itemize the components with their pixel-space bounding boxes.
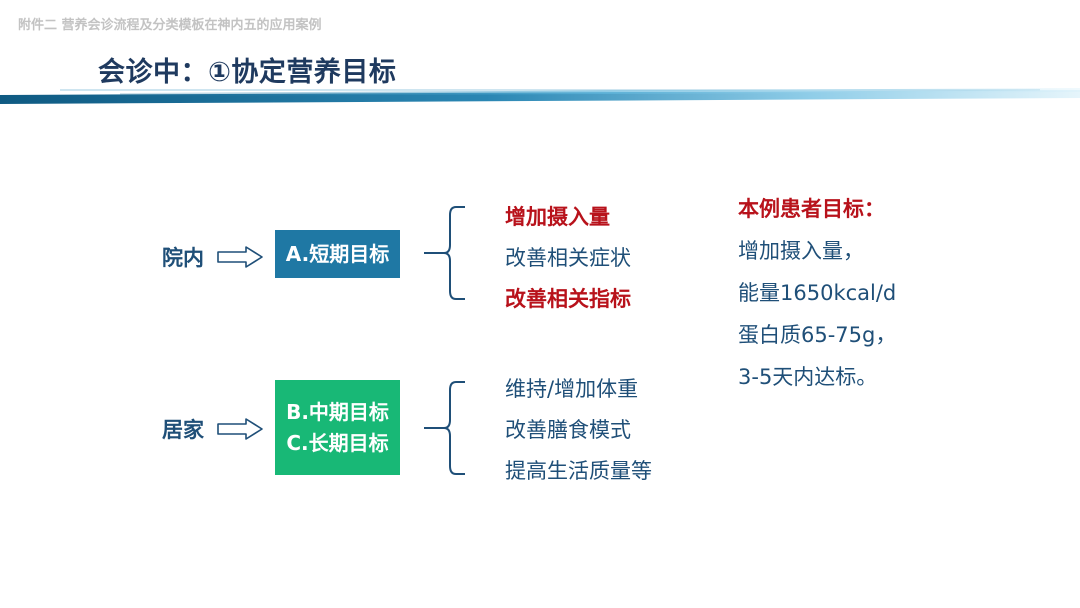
inpatient-brace	[424, 206, 465, 300]
patient-goal-line-3: 蛋白质65-75g，	[738, 323, 897, 347]
slide-title: 会诊中：①协定营养目标	[98, 57, 397, 88]
home-label: 居家	[162, 418, 204, 442]
patient-goal-line-4: 3-5天内达标。	[738, 365, 878, 389]
inpatient-label: 院内	[162, 246, 204, 270]
home-brace	[424, 381, 465, 475]
short-term-goal-label: A.短期目标	[285, 241, 390, 266]
short-term-goal-box: A.短期目标	[275, 230, 400, 278]
header-note: 附件二 营养会诊流程及分类模板在神内五的应用案例	[18, 18, 322, 33]
home-goal-item-2: 改善膳食模式	[505, 418, 631, 442]
patient-goal-line-2: 能量1650kcal/d	[738, 281, 897, 305]
inpatient-goal-item-2: 改善相关症状	[505, 246, 631, 270]
mid-term-goal-label: B.中期目标	[286, 399, 389, 424]
inpatient-arrow-icon	[217, 246, 263, 268]
home-goal-list: 维持/增加体重 改善膳食模式 提高生活质量等	[505, 369, 652, 492]
patient-goal-line-1: 增加摄入量，	[738, 239, 864, 263]
home-arrow-icon	[217, 418, 263, 440]
home-goal-item-1: 维持/增加体重	[505, 377, 639, 401]
title-underline-bar	[0, 88, 1080, 104]
inpatient-goal-item-1: 增加摄入量	[505, 205, 610, 229]
inpatient-goal-item-3: 改善相关指标	[505, 287, 631, 311]
long-term-goal-label: C.长期目标	[286, 430, 389, 455]
home-goal-item-3: 提高生活质量等	[505, 459, 652, 483]
patient-goal-panel: 本例患者目标： 增加摄入量， 能量1650kcal/d 蛋白质65-75g， 3…	[738, 188, 896, 398]
inpatient-goal-list: 增加摄入量 改善相关症状 改善相关指标	[505, 197, 631, 320]
patient-goal-title: 本例患者目标：	[738, 197, 885, 221]
mid-long-term-goal-box: B.中期目标 C.长期目标	[275, 380, 400, 475]
